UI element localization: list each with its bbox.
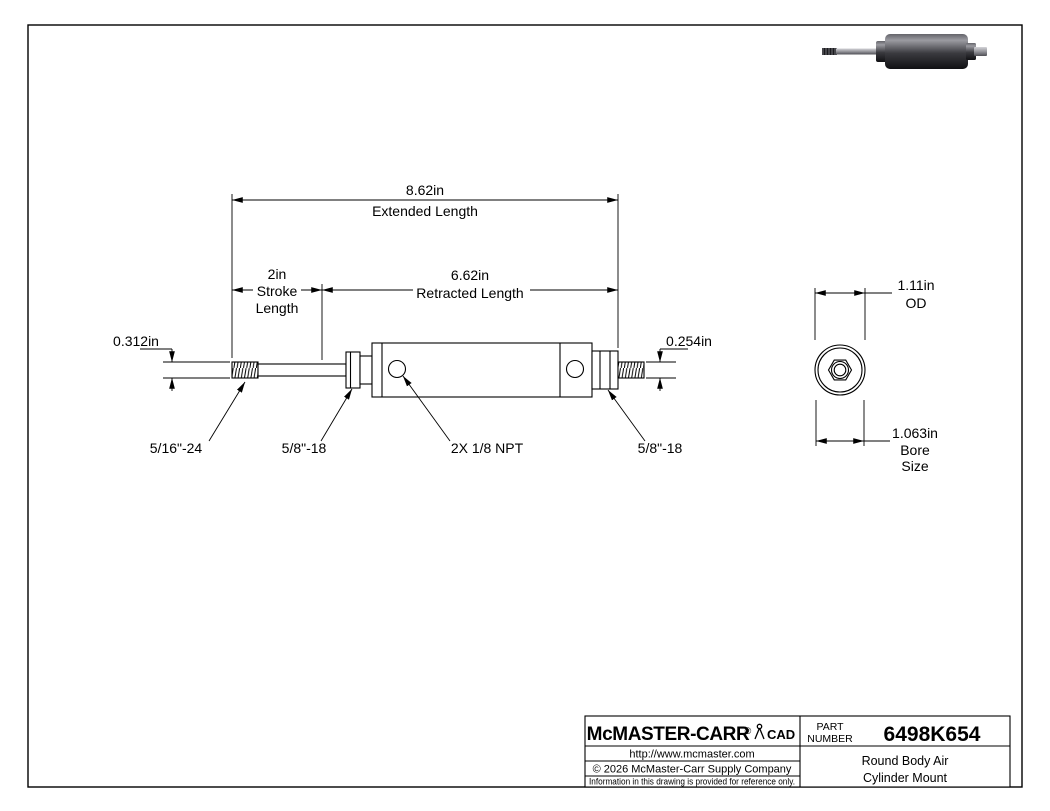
title-block: McMASTER-CARR ® CAD http://www.mcmaster.… xyxy=(584,715,1011,788)
photo-body xyxy=(885,34,968,69)
copyright-text: © 2026 McMaster-Carr Supply Company xyxy=(593,764,792,776)
compass-icon xyxy=(754,723,765,740)
side-view xyxy=(231,342,645,398)
end-rod-circle xyxy=(830,360,850,380)
end-hex-nut xyxy=(827,359,853,381)
dim-stub-diameter: 0.254in xyxy=(666,333,712,349)
dim-od-label: OD xyxy=(906,295,927,311)
title-block-border xyxy=(584,715,1011,788)
rear-nut xyxy=(591,350,619,390)
brand-logo: McMASTER-CARR xyxy=(587,724,750,745)
dim-rod-diameter: 0.312in xyxy=(113,333,159,349)
end-view-geometry xyxy=(814,344,866,396)
cylinder-body xyxy=(371,342,593,398)
rear-port xyxy=(565,359,585,379)
gland-collar xyxy=(359,355,373,385)
leader-rear-thread xyxy=(607,389,646,442)
photo-gland xyxy=(876,41,887,62)
title-block-lines xyxy=(584,715,1011,788)
label-rod-thread: 5/16"-24 xyxy=(150,440,203,456)
photo-rod xyxy=(836,48,880,55)
part-number-label-1: PART xyxy=(816,721,844,733)
drawing-border xyxy=(27,24,1023,788)
dim-extended-label: Extended Length xyxy=(372,203,478,219)
end-view: 1.11in OD 1.063in Bore Size xyxy=(814,277,938,474)
product-photo-3d xyxy=(822,34,987,69)
dim-bore-label-2: Size xyxy=(901,458,928,474)
dim-retracted-label: Retracted Length xyxy=(416,285,523,301)
photo-rod-thread xyxy=(822,48,837,55)
jam-nut xyxy=(345,351,361,389)
part-number-label-2: NUMBER xyxy=(807,733,853,745)
label-rear-thread: 5/8"-18 xyxy=(638,440,683,456)
dim-stroke-label-2: Length xyxy=(256,300,299,316)
piston-rod xyxy=(257,363,347,377)
dim-bore-label-1: Bore xyxy=(900,442,930,458)
dim-bore-value: 1.063in xyxy=(892,425,938,441)
registered-mark: ® xyxy=(745,726,752,736)
rod-thread xyxy=(231,361,259,379)
dim-od-value: 1.11in xyxy=(897,277,934,293)
part-number-value: 6498K654 xyxy=(884,723,981,746)
leader-ports xyxy=(402,375,451,442)
cad-badge: CAD xyxy=(754,723,795,742)
rear-stud-thread xyxy=(617,361,645,379)
cad-label: CAD xyxy=(767,727,795,742)
end-thread-circle xyxy=(833,363,847,377)
photo-rear-stud xyxy=(974,47,987,56)
label-ports: 2X 1/8 NPT xyxy=(451,440,524,456)
leader-front-thread xyxy=(320,388,353,442)
description-line-2: Cylinder Mount xyxy=(863,771,948,785)
end-view-dim-lines xyxy=(814,288,892,446)
photo-thread-lines xyxy=(824,48,834,55)
label-front-thread: 5/8"-18 xyxy=(282,440,327,456)
dimension-lines xyxy=(140,194,688,442)
dim-stroke-label-1: Stroke xyxy=(257,283,298,299)
leader-rod-thread xyxy=(208,381,246,442)
end-outer-circle xyxy=(814,344,866,396)
dim-retracted-value: 6.62in xyxy=(451,267,489,283)
dimension-text: 8.62in Extended Length 2in Stroke Length… xyxy=(113,182,712,456)
dim-stroke-value: 2in xyxy=(268,266,287,282)
disclaimer-text: Information in this drawing is provided … xyxy=(589,777,795,787)
photo-rear-nut xyxy=(966,43,976,60)
end-chamfer-circle xyxy=(817,347,863,393)
dim-extended-value: 8.62in xyxy=(406,182,444,198)
front-port xyxy=(387,359,407,379)
description-line-1: Round Body Air xyxy=(862,754,949,768)
website-text: http://www.mcmaster.com xyxy=(629,749,754,761)
